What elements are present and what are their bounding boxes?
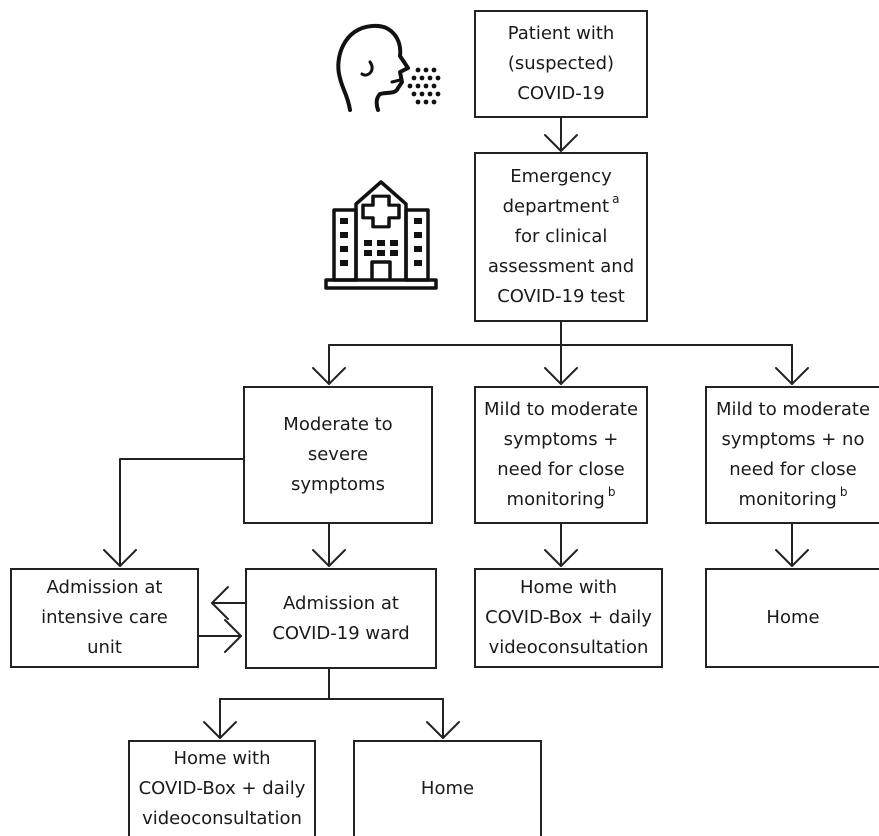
covid-ward-admission-box: Admission at COVID-19 ward bbox=[245, 568, 437, 669]
arrowhead-mild-no-close bbox=[775, 367, 809, 385]
arrowhead-to-icu bbox=[211, 586, 229, 620]
arrowhead-home-bottom bbox=[426, 721, 460, 739]
arrowhead-home-box-bottom bbox=[203, 721, 237, 739]
home-covid-box-bottom: Home with COVID-Box + daily videoconsult… bbox=[128, 740, 316, 836]
arrowhead-icu bbox=[103, 549, 137, 567]
hospital-icon bbox=[324, 180, 438, 290]
arrowhead-ed bbox=[544, 134, 578, 152]
moderate-severe-box: Moderate to severe symptoms bbox=[243, 386, 433, 524]
mild-no-close-monitoring-box: Mild to moderate symptoms + no need for … bbox=[705, 386, 879, 524]
arrowhead-mild-close bbox=[544, 367, 578, 385]
footnote-a: a bbox=[612, 192, 620, 206]
footnote-b: b bbox=[839, 485, 848, 499]
coughing-person-icon bbox=[336, 23, 441, 112]
home-covid-box-mid: Home with COVID-Box + daily videoconsult… bbox=[474, 568, 663, 668]
patient-box: Patient with (suspected) COVID-19 bbox=[474, 10, 648, 118]
connector-moderate-to-icu bbox=[119, 458, 244, 567]
arrowhead-home-box-mid bbox=[544, 549, 578, 567]
arrowhead-ward bbox=[312, 549, 346, 567]
home-bottom-box: Home bbox=[353, 740, 542, 836]
arrowhead-home-right bbox=[775, 549, 809, 567]
mild-close-monitoring-box: Mild to moderate symptoms + need for clo… bbox=[474, 386, 648, 524]
icu-admission-box: Admission at intensive care unit bbox=[10, 568, 199, 668]
home-right-box: Home bbox=[705, 568, 879, 668]
arrowhead-moderate bbox=[312, 367, 346, 385]
arrowhead-to-ward bbox=[224, 619, 242, 653]
footnote-b: b bbox=[607, 485, 616, 499]
